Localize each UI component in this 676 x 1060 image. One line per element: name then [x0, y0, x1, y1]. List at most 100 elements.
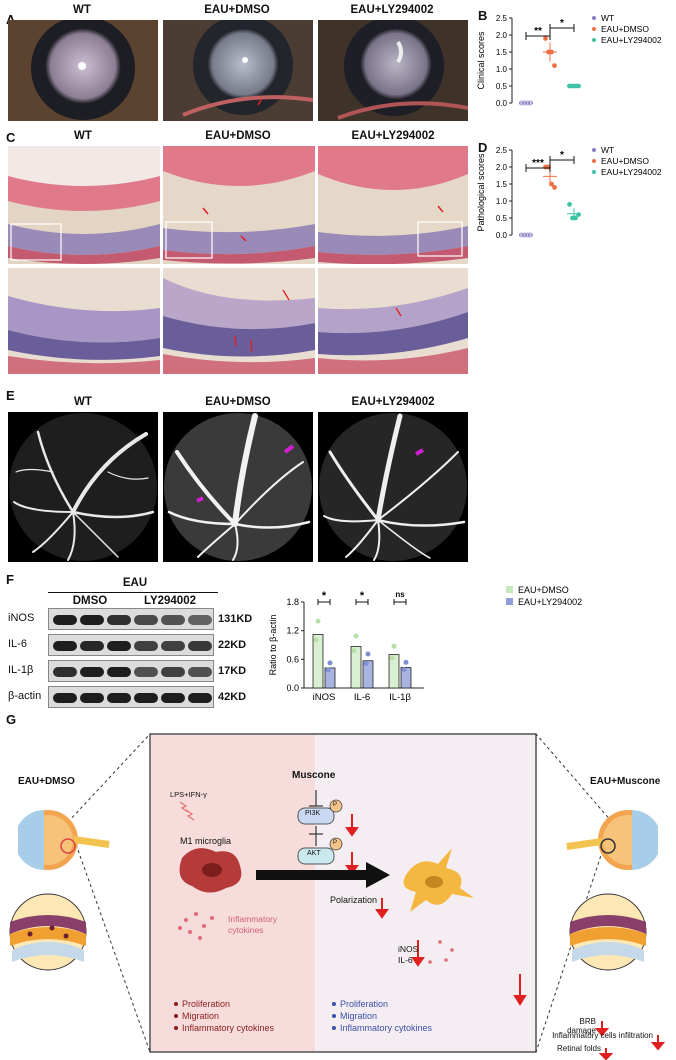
- legend-label: EAU+DMSO: [601, 24, 649, 34]
- g-right-item: Migration: [340, 1011, 378, 1021]
- blot-row-label: IL-6: [8, 638, 27, 650]
- blot-band: [161, 641, 185, 651]
- blot-band: [134, 693, 158, 703]
- blot-row-label: iNOS: [8, 612, 35, 624]
- y-tick-label: 2.0: [496, 163, 508, 172]
- eye-illustration-right: [566, 810, 658, 971]
- blot-band: [53, 641, 77, 651]
- blot-sub-dmso: DMSO: [72, 595, 108, 607]
- data-point: [525, 232, 530, 238]
- blot-band: [161, 615, 185, 625]
- data-point: [522, 100, 527, 106]
- data-point: [325, 667, 331, 673]
- blot-header-line: [48, 592, 218, 593]
- y-tick-label: 0.5: [496, 82, 508, 91]
- blot-band: [161, 693, 185, 703]
- y-axis-label: Clinical scores: [476, 31, 486, 90]
- blot-band: [80, 641, 104, 651]
- histology-top-wt: [8, 146, 160, 264]
- g-left-item: Proliferation: [182, 999, 231, 1009]
- c-title-ly: EAU+LY294002: [351, 130, 435, 142]
- data-point: [389, 655, 395, 661]
- histology-top-dmso: [163, 146, 315, 264]
- legend-marker: [592, 170, 596, 174]
- data-point: [403, 659, 409, 665]
- y-axis-label: Pathological scores: [476, 153, 486, 232]
- bar: [362, 660, 374, 689]
- blot-sub-ly: LY294002: [143, 595, 196, 607]
- x-tick-label: IL-1β: [389, 692, 411, 703]
- g-left-item: Migration: [182, 1011, 220, 1021]
- eye-illustration-left: [9, 810, 110, 971]
- legend-marker: [506, 598, 513, 605]
- y-tick-label: 1.5: [496, 48, 508, 57]
- g-p2: P: [333, 840, 338, 846]
- data-point: [391, 643, 397, 649]
- blot-kd-label: 42KD: [218, 691, 247, 703]
- histology-bottom-ly: [318, 268, 468, 374]
- data-point: [363, 660, 369, 666]
- y-tick-label: 1.0: [496, 65, 508, 74]
- blot-band: [134, 641, 158, 651]
- data-point: [528, 100, 533, 106]
- blot-band: [107, 693, 131, 703]
- data-point: [549, 181, 554, 187]
- legend-label: EAU+DMSO: [601, 156, 649, 166]
- data-point: [522, 232, 527, 238]
- a-title-ly: EAU+LY294002: [350, 4, 434, 16]
- g-inos: iNOS: [398, 944, 419, 954]
- blot-band: [161, 667, 185, 677]
- legend-label: WT: [601, 145, 614, 155]
- g-left-title: EAU+DMSO: [18, 776, 75, 787]
- blot-band: [188, 667, 212, 677]
- g-outcome-infiltration: Inflammatory cells infiltration: [552, 1031, 653, 1040]
- legend-marker: [592, 148, 596, 152]
- data-point: [576, 83, 581, 89]
- data-point: [327, 660, 333, 666]
- sig-label: *: [560, 18, 564, 29]
- angiography-dmso: [163, 412, 313, 562]
- bar: [350, 646, 362, 689]
- y-tick-label: 1.0: [496, 197, 508, 206]
- panel-label-g: G: [6, 712, 17, 727]
- data-point: [549, 49, 554, 55]
- blot-row-label: β-actin: [8, 690, 42, 702]
- legend-marker: [592, 159, 596, 163]
- data-point: [552, 63, 557, 68]
- blot-band: [188, 641, 212, 651]
- g-p1: P: [333, 802, 338, 808]
- sig-label: ***: [532, 158, 544, 169]
- blot-kd-label: 131KD: [218, 613, 253, 625]
- x-tick-label: IL-6: [354, 692, 370, 703]
- blot-band: [188, 693, 212, 703]
- g-cyt1: Inflammatory: [228, 914, 278, 924]
- blot-band: [80, 667, 104, 677]
- g-left-list: Proliferation Migration Inflammatory cyt…: [182, 998, 274, 1034]
- y-tick-label: 2.0: [496, 31, 508, 40]
- g-il6: IL-6: [398, 955, 413, 965]
- e-title-ly: EAU+LY294002: [351, 396, 435, 408]
- panel-label-d: D: [478, 140, 488, 155]
- g-polarization: Polarization: [330, 895, 378, 905]
- legend-label: EAU+DMSO: [518, 585, 569, 595]
- bar: [324, 667, 336, 689]
- data-point: [543, 35, 548, 41]
- data-point: [525, 100, 530, 106]
- g-akt: AKT: [307, 850, 321, 857]
- sig-label: *: [360, 590, 365, 602]
- blot-band: [107, 615, 131, 625]
- y-tick-label: 1.5: [496, 180, 508, 189]
- blot-band: [107, 667, 131, 677]
- data-point: [351, 648, 357, 654]
- legend-label: EAU+LY294002: [518, 597, 582, 607]
- g-outcome-brb: BRB damage: [567, 1017, 596, 1035]
- y-tick-label: 1.8: [286, 597, 299, 607]
- data-point: [576, 212, 581, 217]
- blot-kd-label: 17KD: [218, 665, 247, 677]
- bar: [388, 654, 400, 689]
- blot-row-label: IL-1β: [8, 664, 34, 676]
- legend-label: EAU+LY294002: [601, 167, 662, 177]
- schematic-g: [9, 733, 666, 1060]
- blot-strip: [48, 608, 214, 630]
- c-title-wt: WT: [74, 130, 92, 142]
